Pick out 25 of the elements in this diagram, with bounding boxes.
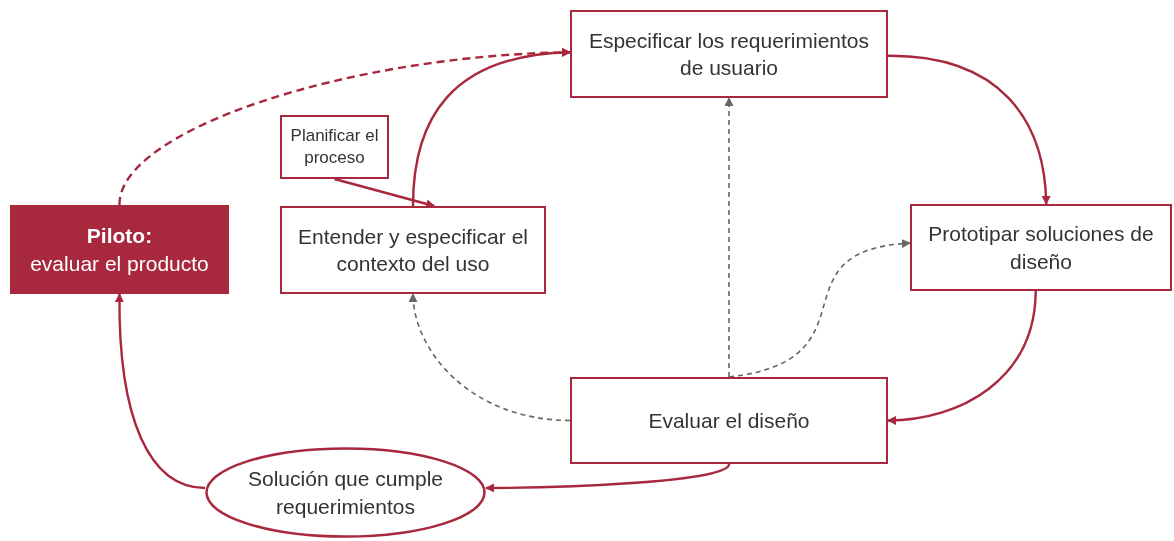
node-label: Solución que cumple requerimientos: [247, 466, 444, 520]
node-heading: Piloto:: [86, 223, 153, 250]
arrow: [887, 54, 1051, 205]
node-label: Evaluar el diseño: [648, 407, 810, 434]
terminal-ellipse: [205, 447, 486, 538]
node-label: Planificar el proceso: [289, 124, 380, 169]
node-label: Especificar los requerimientos de usuario: [587, 27, 871, 81]
process-box: [10, 205, 229, 294]
dashed-arrow: [409, 293, 571, 422]
dashed-arrow: [724, 97, 734, 378]
node-label: Prototipar soluciones de diseño: [927, 221, 1155, 275]
process-box: [280, 206, 546, 294]
process-box: [280, 115, 389, 179]
arrow: [887, 290, 1037, 425]
arrow: [411, 48, 571, 207]
arrow: [334, 177, 436, 209]
process-box: [570, 377, 888, 464]
dashed-arrow: [118, 48, 571, 206]
process-box: [570, 10, 888, 98]
process-box: [910, 204, 1172, 291]
arrow: [115, 293, 206, 490]
node-label: evaluar el producto: [30, 250, 209, 277]
arrow: [485, 463, 730, 493]
node-label: Entender y especificar el contexto del uso: [297, 223, 529, 277]
dashed-arrow: [728, 239, 911, 378]
